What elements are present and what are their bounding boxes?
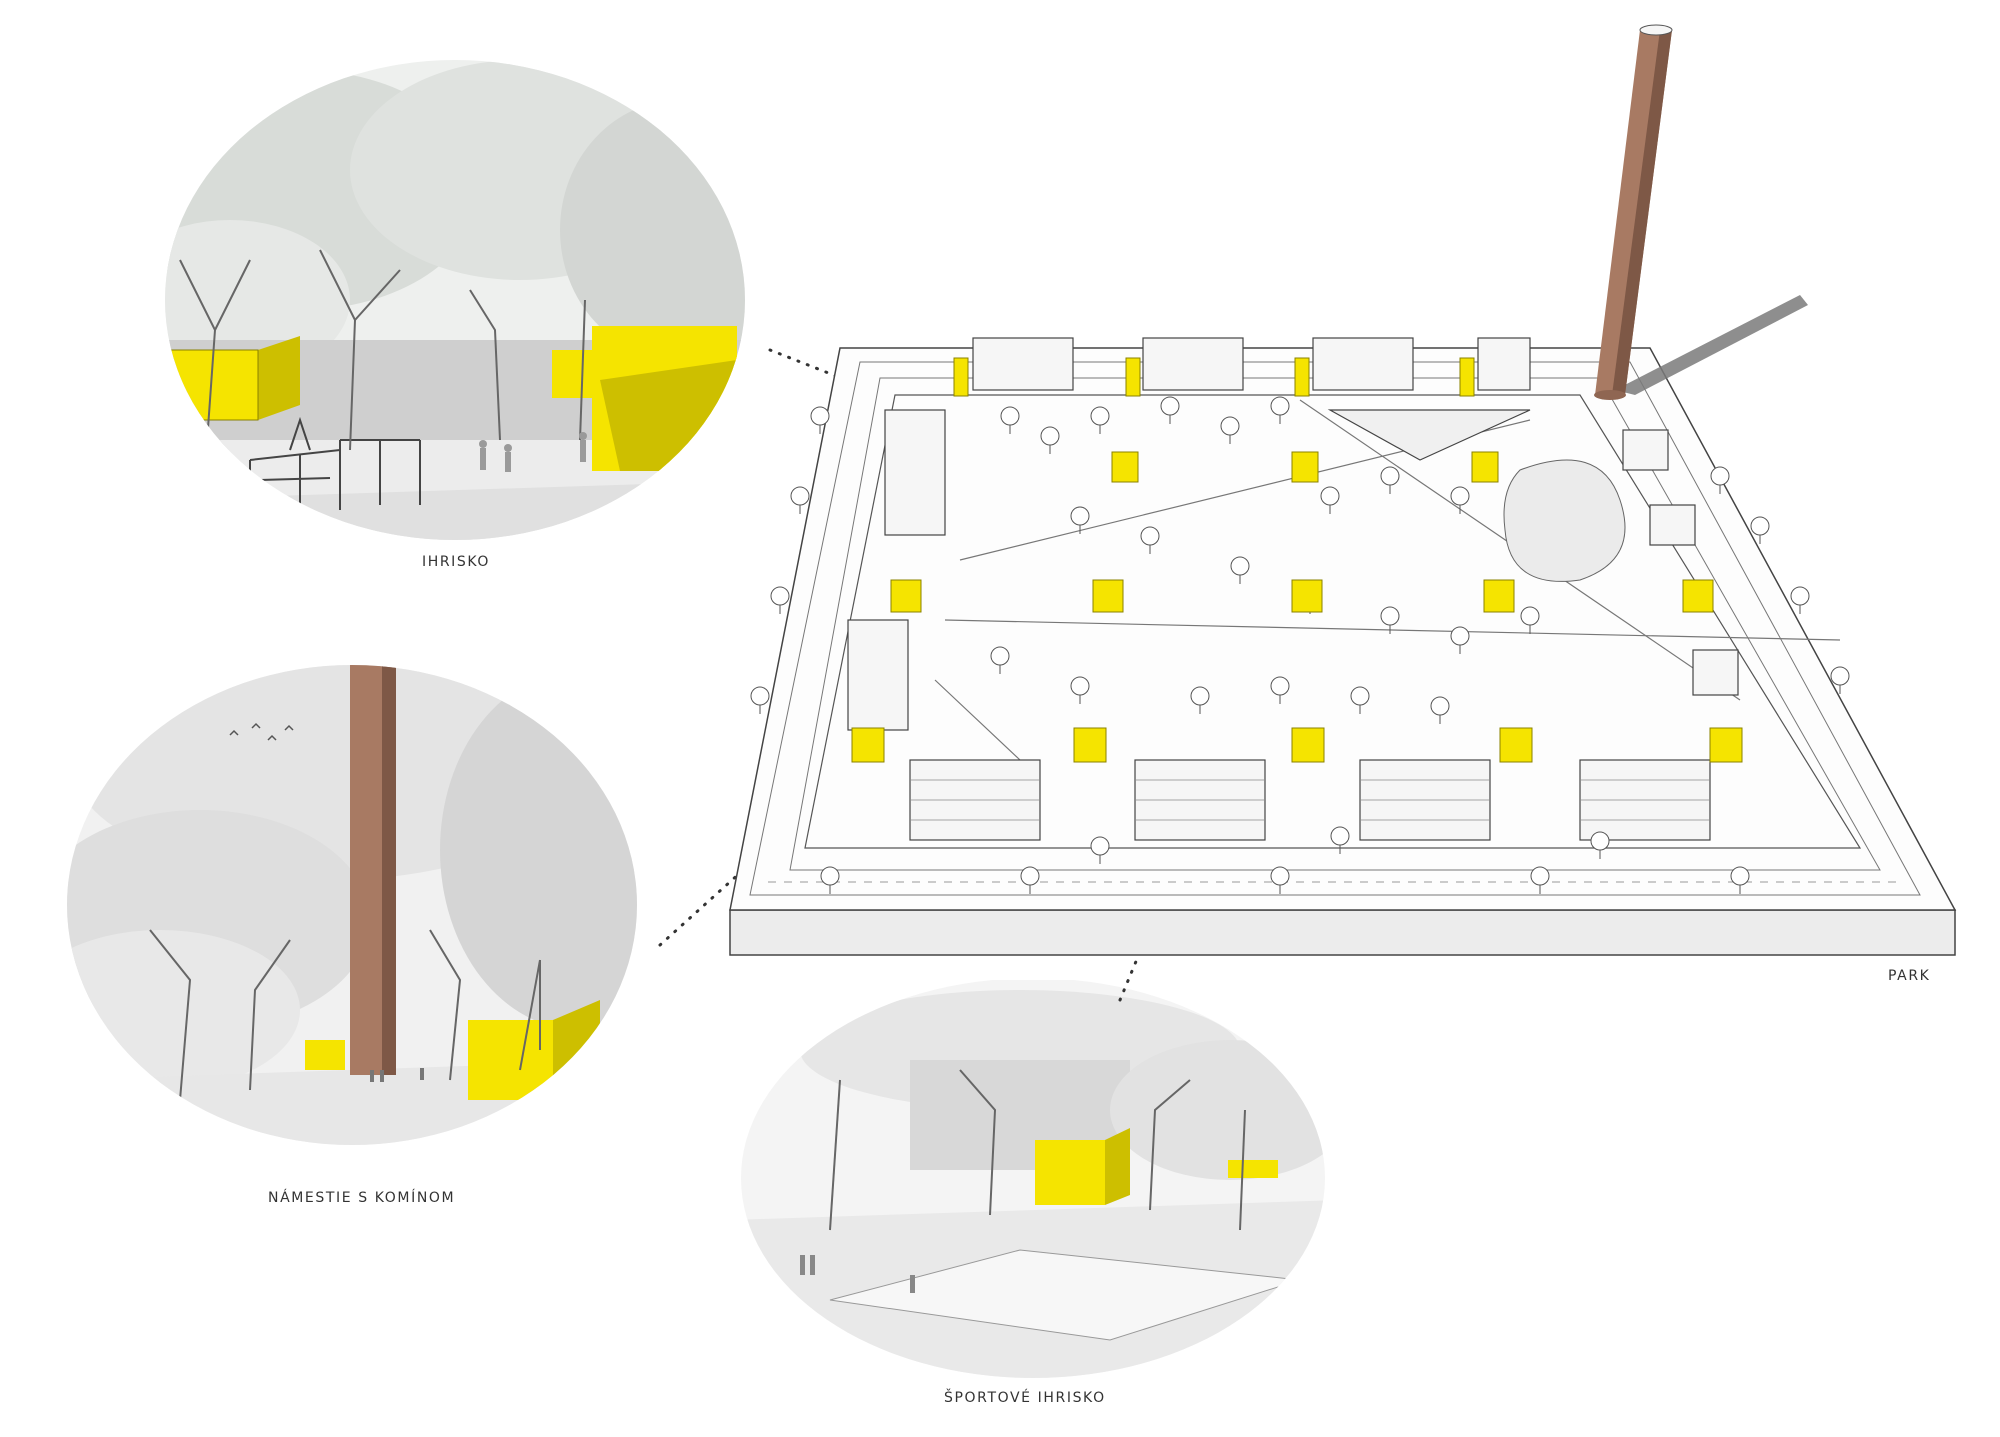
vignette-playground — [165, 60, 745, 540]
site-model — [729, 24, 1957, 956]
vignette-sports-field — [741, 980, 1325, 1378]
pavilion-cube-icon — [552, 326, 737, 471]
building-block — [847, 337, 1739, 731]
vignette-square-with-chimney — [67, 665, 637, 1145]
caption-ihrisko: IHRISKO — [422, 554, 490, 570]
pond — [1503, 459, 1626, 582]
chimney-icon — [350, 665, 396, 1075]
person-icon — [479, 432, 587, 472]
caption-namestie: NÁMESTIE S KOMÍNOM — [268, 1189, 455, 1206]
person-icon — [370, 1068, 424, 1082]
chimney-icon — [1594, 24, 1673, 400]
pavilion-cube-icon — [851, 357, 1743, 763]
caption-sportove-ihrisko: ŠPORTOVÉ IHRISKO — [944, 1388, 1106, 1406]
person-icon — [800, 1255, 915, 1293]
pavilion-cube-icon — [1035, 1128, 1130, 1205]
caption-park: PARK — [1888, 968, 1930, 984]
